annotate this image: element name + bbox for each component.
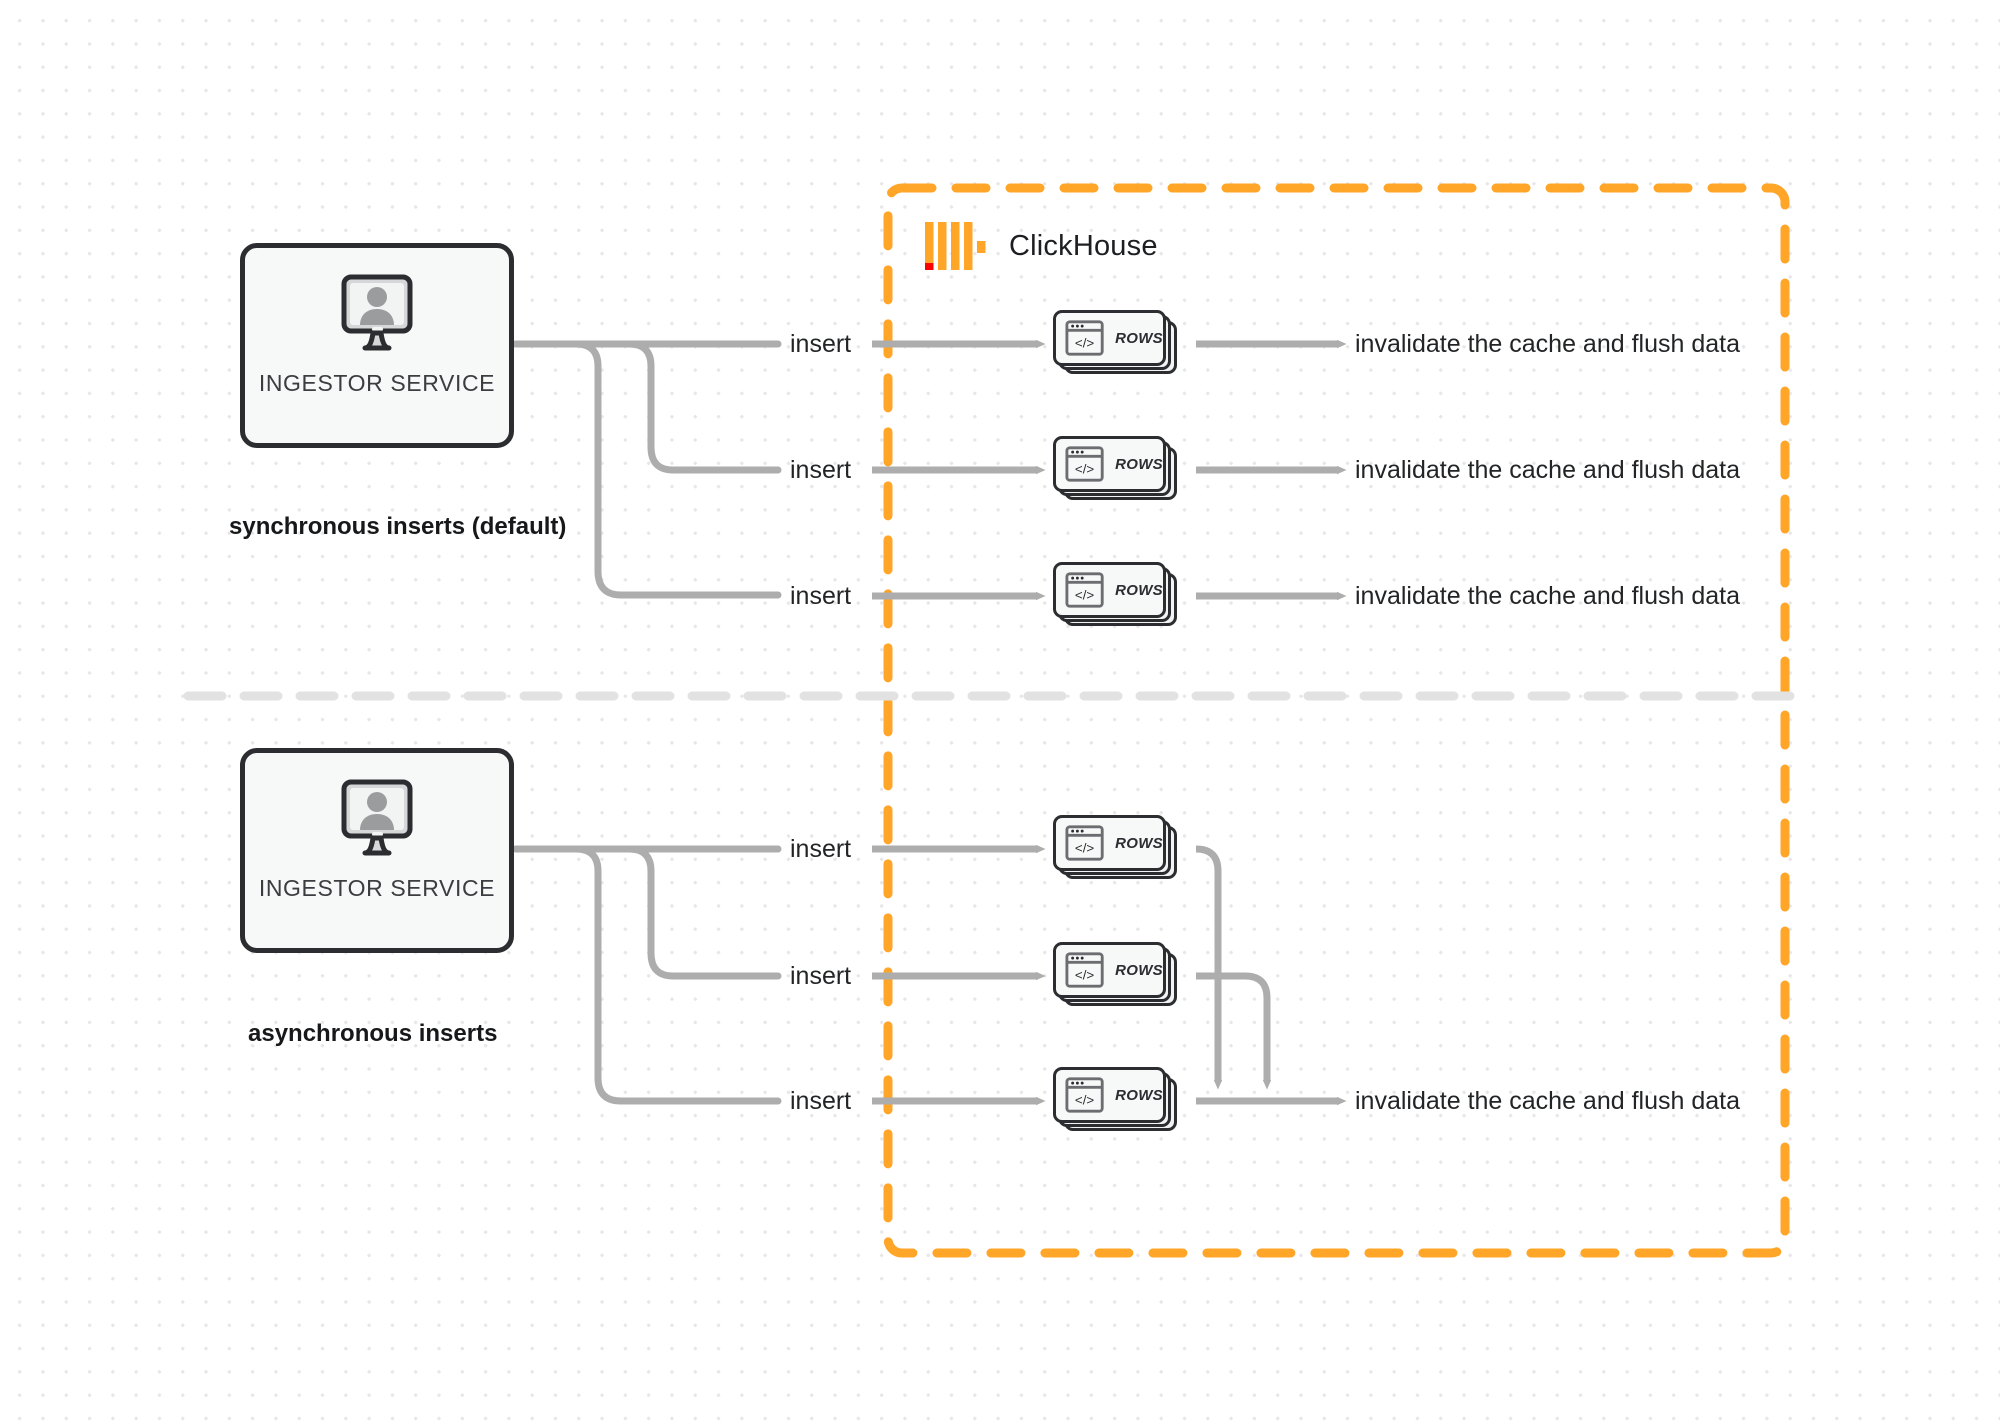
code-window-icon: </>: [1065, 952, 1104, 988]
card-stack-front: </> ROWS: [1053, 1067, 1166, 1123]
card-stack-front: </> ROWS: [1053, 436, 1166, 492]
async-branch-bottom: [512, 845, 782, 1105]
async-section-caption: asynchronous inserts: [248, 1020, 498, 1047]
monitor-user-icon: [341, 274, 413, 351]
card-stack-front: </> ROWS: [1053, 310, 1166, 366]
svg-text:</>: </>: [1075, 462, 1094, 477]
sync-insert-label-3: insert: [790, 582, 852, 610]
rows-card-label: ROWS: [1115, 961, 1163, 979]
rows-card-label: ROWS: [1115, 329, 1163, 347]
async-converge-from-card-2: [1196, 972, 1272, 1090]
code-window-icon: </>: [1065, 1077, 1104, 1113]
sync-rows-card-2[interactable]: </> ROWS: [1053, 436, 1177, 500]
async-rows-card-2[interactable]: </> ROWS: [1053, 942, 1177, 1006]
rows-card-label: ROWS: [1115, 1086, 1163, 1104]
svg-text:</>: </>: [1075, 1093, 1094, 1108]
clickhouse-label: ClickHouse: [1009, 229, 1158, 262]
sync-branch-middle: [512, 340, 782, 474]
svg-text:</>: </>: [1075, 968, 1094, 983]
rows-card-label: ROWS: [1115, 455, 1163, 473]
card-stack-front: </> ROWS: [1053, 562, 1166, 618]
async-converge-from-card-1: [1195, 845, 1223, 1090]
sync-outcome-label-1: invalidate the cache and flush data: [1355, 330, 1740, 358]
async-rows-card-3[interactable]: </> ROWS: [1053, 1067, 1177, 1131]
sync-insert-label-2: insert: [790, 456, 852, 484]
code-window-icon: </>: [1065, 572, 1104, 608]
sync-outcome-label-2: invalidate the cache and flush data: [1355, 456, 1740, 484]
sync-rows-card-3[interactable]: </> ROWS: [1053, 562, 1177, 626]
rows-card-label: ROWS: [1115, 834, 1163, 852]
clickhouse-brand: ClickHouse: [925, 222, 1158, 270]
async-branch-middle: [512, 845, 782, 980]
sync-rows-card-1[interactable]: </> ROWS: [1053, 310, 1177, 374]
sync-outcome-label-3: invalidate the cache and flush data: [1355, 582, 1740, 610]
async-insert-label-3: insert: [790, 1087, 852, 1115]
sync-ingestor-service-label: INGESTOR SERVICE: [258, 370, 496, 396]
clickhouse-boundary: [883, 183, 1790, 1258]
async-ingestor-service-label: INGESTOR SERVICE: [258, 875, 496, 901]
async-insert-label-2: insert: [790, 962, 852, 990]
async-rows-card-1[interactable]: </> ROWS: [1053, 815, 1177, 879]
async-insert-label-1: insert: [790, 835, 852, 863]
sync-branch-bottom: [512, 340, 782, 599]
async-outcome-label: invalidate the cache and flush data: [1355, 1087, 1740, 1115]
clickhouse-logo-icon: [925, 222, 986, 270]
rows-card-label: ROWS: [1115, 581, 1163, 599]
async-ingestor-service-node[interactable]: INGESTOR SERVICE: [240, 748, 514, 953]
svg-text:</>: </>: [1075, 336, 1094, 351]
sync-insert-label-1: insert: [790, 330, 852, 358]
monitor-user-icon: [341, 779, 413, 856]
code-window-icon: </>: [1065, 446, 1104, 482]
card-stack-front: </> ROWS: [1053, 815, 1166, 871]
card-stack-front: </> ROWS: [1053, 942, 1166, 998]
code-window-icon: </>: [1065, 825, 1104, 861]
svg-text:</>: </>: [1075, 841, 1094, 856]
code-window-icon: </>: [1065, 320, 1104, 356]
sync-section-caption: synchronous inserts (default): [229, 513, 567, 540]
sync-ingestor-service-node[interactable]: INGESTOR SERVICE: [240, 243, 514, 448]
svg-text:</>: </>: [1075, 588, 1094, 603]
